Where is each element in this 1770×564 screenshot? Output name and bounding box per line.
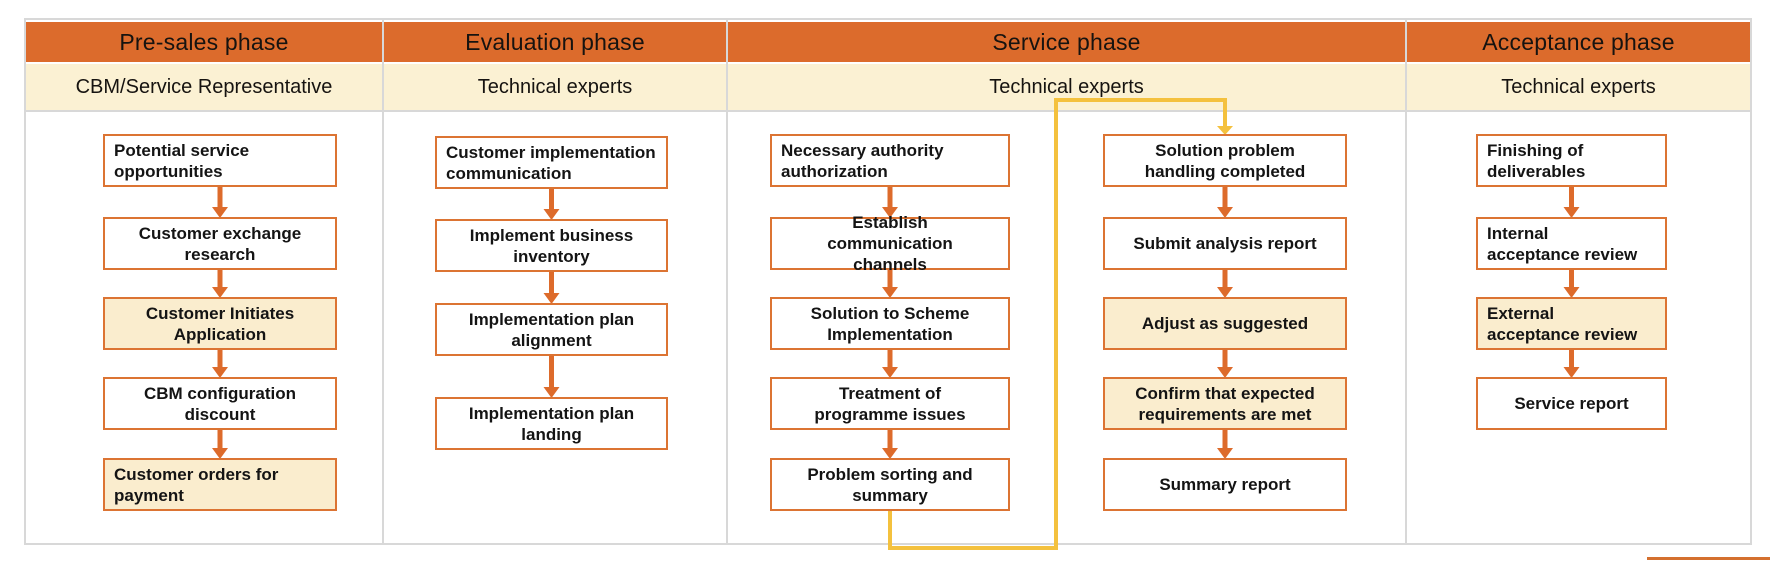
flow-arrow-head [1563, 287, 1580, 298]
flow-box: Service report [1476, 377, 1667, 430]
flow-box: CBM configuration discount [103, 377, 337, 430]
flow-arrow-head [882, 367, 898, 378]
flow-arrow-head [1563, 367, 1580, 378]
flow-box: Customer exchange research [103, 217, 337, 270]
flow-box: Internal acceptance review [1476, 217, 1667, 270]
flow-arrow-head [212, 448, 228, 459]
role-header-label: Technical experts [989, 75, 1144, 98]
flow-box: Potential service opportunities [103, 134, 337, 187]
flow-arrow-head [543, 293, 560, 304]
phase-table: Pre-sales phase Evaluation phase Service… [24, 18, 1752, 545]
flow-arrow-head [212, 207, 228, 218]
flow-arrow-head [1217, 207, 1233, 218]
flow-box: Adjust as suggested [1103, 297, 1347, 350]
flow-box: Confirm that expected requirements are m… [1103, 377, 1347, 430]
feedback-connector-line [888, 98, 1227, 550]
flow-arrow-head [1217, 448, 1233, 459]
flow-box: Implement business inventory [435, 219, 668, 272]
role-header-acceptance: Technical experts [1407, 64, 1750, 110]
flow-box: Customer orders for payment [103, 458, 337, 511]
flow-box: Necessary authority authorization [770, 134, 1010, 187]
flow-box: Solution problem handling completed [1103, 134, 1347, 187]
row-divider [26, 110, 1750, 112]
flow-arrow-head [882, 207, 898, 218]
phase-header-label: Service phase [992, 28, 1141, 55]
column-divider [1405, 20, 1407, 543]
phase-header-label: Evaluation phase [465, 28, 645, 55]
role-header-label: Technical experts [1501, 75, 1656, 98]
flow-box: Problem sorting and summary [770, 458, 1010, 511]
role-header-service: Technical experts [728, 64, 1405, 110]
phase-header-service: Service phase [728, 22, 1405, 62]
flow-box: Treatment of programme issues [770, 377, 1010, 430]
phase-header-evaluation: Evaluation phase [384, 22, 726, 62]
flow-box: Implementation plan alignment [435, 303, 668, 356]
flow-arrow-head [882, 448, 898, 459]
role-header-presales: CBM/Service Representative [26, 64, 382, 110]
phase-header-label: Pre-sales phase [119, 28, 289, 55]
phase-header-presales: Pre-sales phase [26, 22, 382, 62]
feedback-connector-arrowhead [1217, 126, 1233, 135]
role-header-label: Technical experts [477, 75, 633, 98]
flow-arrow-head [212, 287, 228, 298]
flow-arrow-head [1563, 207, 1580, 218]
phase-header-label: Acceptance phase [1482, 28, 1675, 55]
flow-box: Customer Initiates Application [103, 297, 337, 350]
phase-header-acceptance: Acceptance phase [1407, 22, 1750, 62]
flow-box: Establish communication channels [770, 213, 1010, 274]
flow-arrow-head [212, 367, 228, 378]
flow-box: Customer implementation communication [435, 136, 668, 189]
flow-arrow-head [543, 209, 560, 220]
role-header-evaluation: Technical experts [384, 64, 726, 110]
flow-box: Finishing of deliverables [1476, 134, 1667, 187]
flow-box: Submit analysis report [1103, 217, 1347, 270]
column-divider [726, 20, 728, 543]
role-header-label: CBM/Service Representative [75, 75, 333, 98]
cutoff-orange-line [1647, 557, 1770, 560]
column-divider [382, 20, 384, 543]
flow-box: Summary report [1103, 458, 1347, 511]
flow-box: Solution to Scheme Implementation [770, 297, 1010, 350]
flow-box: External acceptance review [1476, 297, 1667, 350]
flow-arrow-head [882, 287, 898, 298]
flow-arrow-head [1217, 287, 1233, 298]
flow-arrow-head [543, 387, 560, 398]
flow-arrow-head [1217, 367, 1233, 378]
flow-box: Implementation plan landing [435, 397, 668, 450]
